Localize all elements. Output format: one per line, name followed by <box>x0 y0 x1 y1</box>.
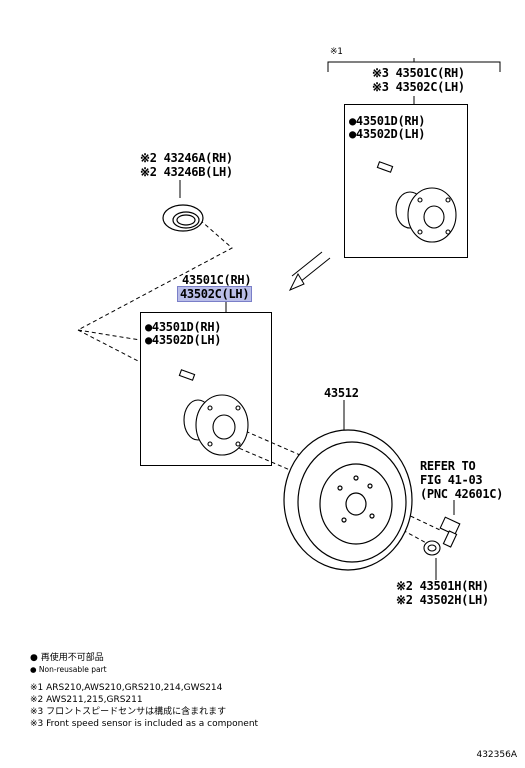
main-inset-left-label: ●43502D(LH) <box>145 333 222 347</box>
main-inset-right-label: ●43501D(RH) <box>145 320 222 334</box>
main-assembly-box: ●43501D(RH) ●43502D(LH) <box>140 312 272 466</box>
refer-line2: FIG 41-03 <box>420 473 483 487</box>
disc-label: 43512 <box>324 386 359 400</box>
main-hub-bearing-icon <box>178 369 249 456</box>
seal-left-label: ※2 43246B(LH) <box>140 165 233 179</box>
figure-code: 432356A <box>476 750 517 760</box>
speed-sensor-icon <box>439 516 461 548</box>
seal-right-label: ※2 43246A(RH) <box>140 151 233 165</box>
legend-line3: ※1 ARS210,AWS210,GRS210,214,GWS214 <box>30 683 223 693</box>
brake-disc-icon <box>283 429 413 571</box>
nut-left-label: ※2 43502H(LH) <box>396 593 489 607</box>
sensor-hub-left-label: ※3 43502C(LH) <box>372 80 465 94</box>
hub-nut-icon <box>423 540 441 556</box>
legend-line6: ※3 Front speed sensor is included as a c… <box>30 719 259 729</box>
main-hub-right-label: 43501C(RH) <box>182 273 252 287</box>
direction-arrow-icon <box>288 251 331 291</box>
legend-line1: ● 再使用不可部品 <box>30 653 104 663</box>
nut-right-label: ※2 43501H(RH) <box>396 579 489 593</box>
sensor-hub-right-label: ※3 43501C(RH) <box>372 66 465 80</box>
refer-line1: REFER TO <box>420 459 476 473</box>
legend-line4: ※2 AWS211,215,GRS211 <box>30 695 143 705</box>
main-hub-left-label: 43502C(LH) <box>176 286 253 302</box>
inset-assembly-box: ●43501D(RH) ●43502D(LH) <box>344 104 468 258</box>
inset-hub-bearing-icon <box>376 161 457 243</box>
legend-line2: ● Non-reusable part <box>30 665 107 674</box>
refer-line3: (PNC 42601C) <box>420 487 504 501</box>
inset-hub-right-label: ●43501D(RH) <box>349 114 426 128</box>
legend-line5: ※3 フロントスピードセンサは構成に含まれます <box>30 707 227 717</box>
note1-marker: ※1 <box>330 47 343 57</box>
inset-hub-left-label: ●43502D(LH) <box>349 127 426 141</box>
oil-seal-icon <box>162 204 204 232</box>
